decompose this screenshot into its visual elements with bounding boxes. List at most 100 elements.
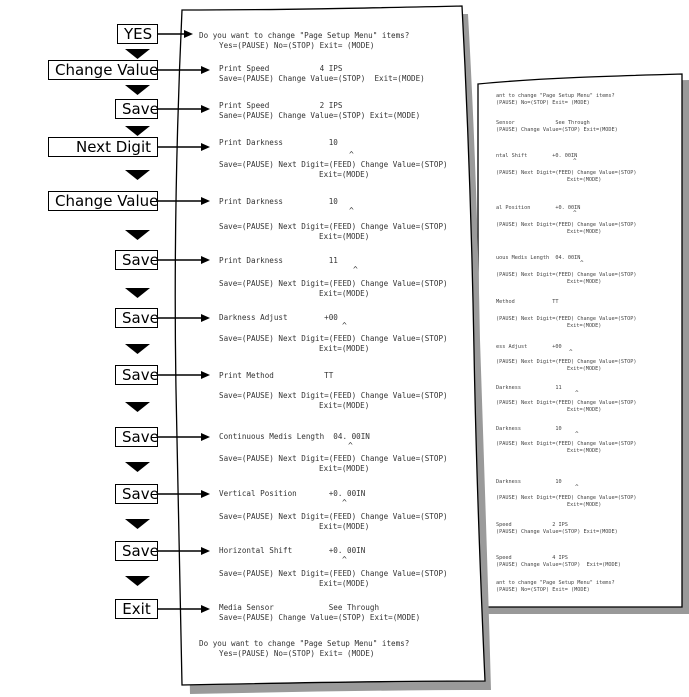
back-text-line: ntal Shift +0. 00IN [496, 153, 578, 159]
vertical-position-line: Vertical Position +0. 00IN [219, 489, 366, 498]
print-darkness-options: Save=(PAUSE) Next Digit=(FEED) Change Va… [219, 222, 448, 231]
back-text-line: Speed 4 IPS [496, 555, 568, 561]
back-text-line: Speed 2 IPS [496, 522, 568, 528]
continuous-media-length-line: Continuous Medis Length 04. 00IN [219, 432, 370, 441]
exit-button[interactable]: Exit [115, 599, 158, 619]
down-arrow-10 [125, 519, 150, 529]
back-text-line: Exit=(MODE) [567, 323, 602, 329]
front-sheet [174, 5, 486, 686]
print-darkness-options: Save=(PAUSE) Next Digit=(FEED) Change Va… [219, 160, 448, 169]
back-text-line: (PAUSE) Next Digit=(FEED) Change Value=(… [496, 222, 637, 228]
save-button[interactable]: Save [115, 541, 159, 561]
back-sheet [477, 73, 683, 608]
right-arrowhead-4 [201, 143, 210, 151]
back-text-line: Darkness 10 [496, 426, 562, 432]
digit-caret: ^ [573, 158, 577, 165]
darkness-adjust-options: Save=(PAUSE) Next Digit=(FEED) Change Va… [219, 334, 448, 343]
exit-option: Exit=(MODE) [319, 289, 370, 298]
digit-caret: ^ [569, 349, 573, 356]
save-button[interactable]: Save [115, 250, 159, 270]
back-text-line: (PAUSE) Next Digit=(FEED) Change Value=(… [496, 441, 637, 447]
exit-option: Exit=(MODE) [319, 232, 370, 241]
right-arrowhead-1 [184, 30, 193, 38]
media-sensor-options: Save=(PAUSE) Change Value=(STOP) Exit=(M… [219, 613, 421, 622]
save-button[interactable]: Save [115, 99, 159, 119]
back-text-line: Exit=(MODE) [567, 279, 602, 285]
horizontal-shift-line: Horizontal Shift +0. 00IN [219, 546, 366, 555]
print-method-options: Save=(PAUSE) Next Digit=(FEED) Change Va… [219, 391, 448, 400]
prompt-options: Yes=(PAUSE) No=(STOP) Exit= (MODE) [219, 649, 375, 658]
back-sheet-text: ant to change "Page Setup Menu" items? (… [482, 90, 680, 602]
print-speed-line: Print Speed 4 IPS [219, 64, 343, 73]
back-text-line: (PAUSE) Next Digit=(FEED) Change Value=(… [496, 495, 637, 501]
right-arrowhead-2 [201, 66, 210, 74]
down-arrow-7 [125, 344, 150, 354]
back-text-line: ant to change "Page Setup Menu" items? [496, 93, 615, 99]
print-speed-options: Save=(PAUSE) Change Value=(STOP) Exit=(M… [219, 74, 425, 83]
back-text-line: (PAUSE) Next Digit=(FEED) Change Value=(… [496, 316, 637, 322]
save-button[interactable]: Save [115, 308, 159, 328]
back-text-line: (PAUSE) No=(STOP) Exit= (MODE) [496, 587, 590, 593]
darkness-adjust-line: Darkness Adjust +00 [219, 313, 338, 322]
right-arrowhead-11 [201, 547, 210, 555]
yes-button[interactable]: YES [117, 24, 158, 44]
back-text-line: uous Medis Length 04. 00IN [496, 255, 581, 261]
prompt-options: Yes=(PAUSE) No=(STOP) Exit= (MODE) [219, 41, 375, 50]
right-arrowhead-5 [201, 197, 210, 205]
down-arrows [125, 49, 150, 586]
down-arrow-3 [125, 126, 150, 136]
right-arrowhead-12 [201, 605, 210, 613]
continuous-media-length-options: Save=(PAUSE) Next Digit=(FEED) Change Va… [219, 454, 448, 463]
back-text-line: Exit=(MODE) [567, 177, 602, 183]
down-arrow-4 [125, 170, 150, 180]
back-text-line: (PAUSE) Next Digit=(FEED) Change Value=(… [496, 400, 637, 406]
digit-caret: ^ [575, 484, 579, 491]
print-darkness-line: Print Darkness 10 [219, 138, 338, 147]
back-text-line: (PAUSE) Change Value=(STOP) Exit=(MODE) [496, 529, 618, 535]
back-text-line: Exit=(MODE) [567, 407, 602, 413]
digit-caret: ^ [342, 555, 347, 564]
save-button[interactable]: Save [115, 427, 159, 447]
digit-caret: ^ [575, 431, 579, 438]
exit-option: Exit=(MODE) [319, 464, 370, 473]
prompt-text: Do you want to change "Page Setup Menu" … [199, 639, 410, 648]
print-darkness-line: Print Darkness 10 [219, 197, 338, 206]
back-text-line: (PAUSE) Change Value=(STOP) Exit=(MODE) [496, 562, 621, 568]
digit-caret: ^ [348, 441, 353, 450]
back-text-line: (PAUSE) Change Value=(STOP) Exit=(MODE) [496, 127, 618, 133]
back-text-line: ant to change "Page Setup Menu" items? [496, 580, 615, 586]
print-speed-options: Sane=(PAUSE) Change Value=(STOP) Exit=(M… [219, 111, 421, 120]
back-text-line: al Position +0. 00IN [496, 205, 581, 211]
save-button[interactable]: Save [115, 365, 159, 385]
exit-option: Exit=(MODE) [319, 344, 370, 353]
change-value-button[interactable]: Change Value [48, 60, 158, 80]
print-speed-line: Print Speed 2 IPS [219, 101, 343, 110]
down-arrow-9 [125, 462, 150, 472]
next-digit-button[interactable]: Next Digit [48, 137, 158, 157]
digit-caret: ^ [353, 265, 358, 274]
horizontal-shift-options: Save=(PAUSE) Next Digit=(FEED) Change Va… [219, 569, 448, 578]
back-text-line: Exit=(MODE) [567, 448, 602, 454]
save-button[interactable]: Save [115, 484, 159, 504]
back-text-line: (PAUSE) Next Digit=(FEED) Change Value=(… [496, 272, 637, 278]
right-arrowhead-9 [201, 433, 210, 441]
change-value-button[interactable]: Change Value [48, 191, 158, 211]
down-arrow-5 [125, 230, 150, 240]
back-text-line: Method TT [496, 299, 559, 305]
vertical-position-options: Save=(PAUSE) Next Digit=(FEED) Change Va… [219, 512, 448, 521]
digit-caret: ^ [349, 206, 354, 215]
exit-option: Exit=(MODE) [319, 579, 370, 588]
digit-caret: ^ [342, 498, 347, 507]
prompt-text: Do you want to change "Page Setup Menu" … [199, 31, 410, 40]
digit-caret: ^ [573, 210, 577, 217]
right-arrowhead-8 [201, 371, 210, 379]
right-arrowhead-3 [201, 105, 210, 113]
right-arrowhead-10 [201, 490, 210, 498]
print-method-line: Print Method TT [219, 371, 334, 380]
back-text-line: Darkness 11 [496, 385, 562, 391]
back-text-line: Sensor See Through [496, 120, 590, 126]
right-arrowhead-6 [201, 256, 210, 264]
down-arrow-11 [125, 576, 150, 586]
